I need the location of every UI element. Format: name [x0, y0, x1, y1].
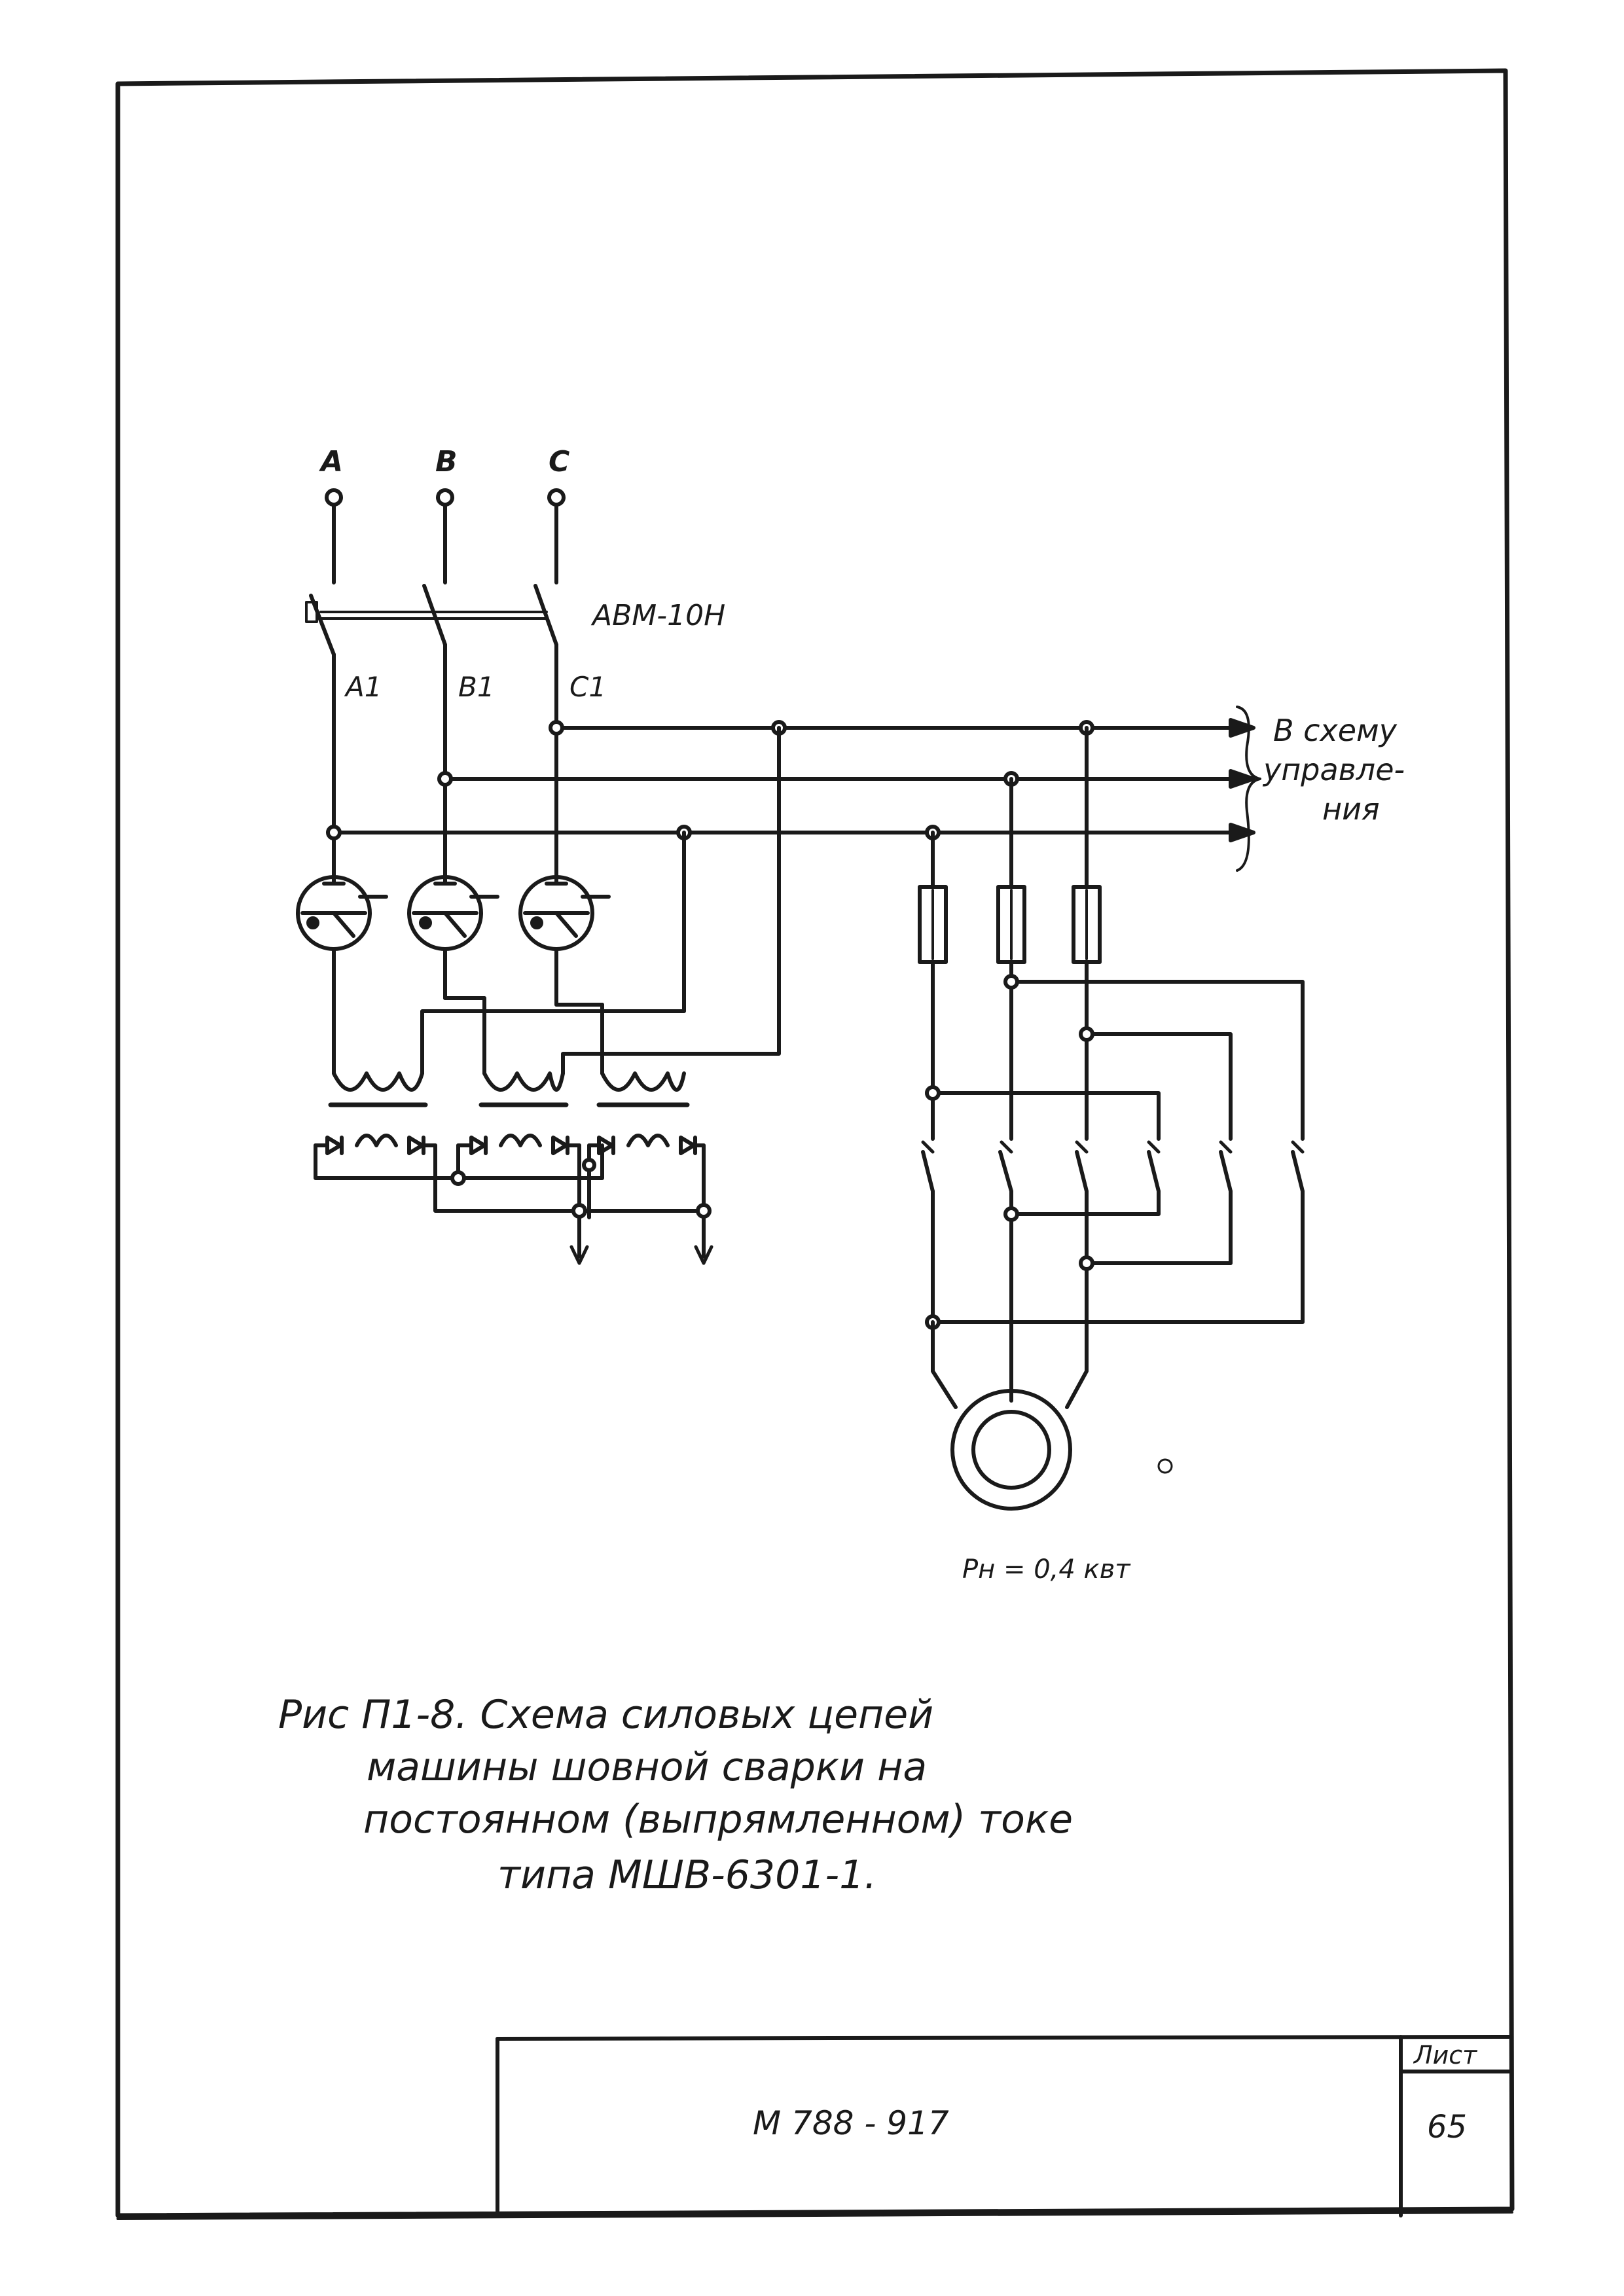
contact-5 [1219, 1150, 1233, 1193]
title-block-top [496, 2035, 1511, 2041]
rectifier-3 [587, 1134, 706, 1155]
transformer-3 [596, 1071, 690, 1107]
power-rating: Рн = 0,4 квт [962, 1554, 1130, 1585]
phase-label-a: A [321, 445, 344, 478]
contact-4 [1147, 1150, 1161, 1193]
motor-rotor [971, 1410, 1051, 1490]
tube-c [518, 875, 611, 951]
wire-label-c1: С1 [569, 671, 607, 703]
control-brace [1236, 706, 1261, 872]
transformer-2 [478, 1071, 569, 1107]
caption-line-3: постоянном (выпрямленном) токе [363, 1797, 1073, 1842]
wire-label-b1: В1 [458, 671, 495, 703]
breaker-contact-b [422, 584, 447, 647]
contact-1 [921, 1150, 935, 1193]
breaker-contact-a [309, 594, 336, 656]
contact-2 [998, 1150, 1013, 1193]
tube-a [296, 875, 388, 951]
terminal-b [436, 488, 454, 507]
caption-line-1: Рис П1-8. Схема силовых цепей [278, 1692, 934, 1738]
wire-label-a1: А1 [346, 671, 382, 703]
control-label-line-1: В схему [1273, 713, 1397, 748]
contact-3 [1075, 1150, 1089, 1193]
terminal-c [547, 488, 566, 507]
drawing-code: М 788 - 917 [753, 2104, 949, 2142]
caption-line-4: типа МШВ-6301-1. [497, 1852, 877, 1898]
motor [950, 1389, 1072, 1511]
tube-b [407, 875, 499, 951]
sheet-bottom-edge [117, 2211, 1513, 2220]
control-label-line-2: управле- [1263, 752, 1405, 787]
contact-6 [1291, 1150, 1305, 1193]
breaker-contact-c [533, 584, 558, 647]
breaker-label: АВМ-10Н [592, 599, 726, 632]
sheet-frame [115, 68, 1515, 2218]
terminal-a [325, 488, 343, 507]
control-label-line-3: ния [1322, 791, 1380, 827]
sheet-number: 65 [1427, 2109, 1468, 2145]
phase-label-c: C [549, 445, 570, 478]
phase-label-b: B [435, 445, 458, 478]
rectifier-2 [456, 1134, 581, 1155]
breaker-release [305, 601, 318, 623]
rectifier-1 [314, 1134, 437, 1155]
transformer-1 [328, 1071, 428, 1107]
caption-line-2: машины шовной сварки на [367, 1744, 928, 1790]
sheet-label: Лист [1414, 2041, 1477, 2070]
